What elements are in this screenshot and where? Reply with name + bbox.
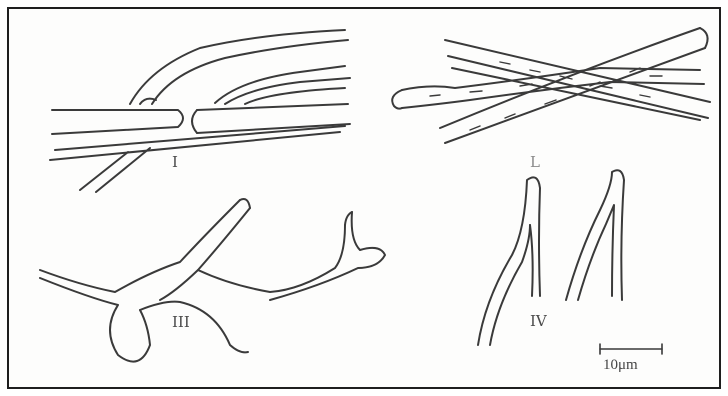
scale-bar [600, 344, 662, 354]
scale-bar-label: 10μm [603, 358, 638, 373]
panel-1-hyphae [50, 30, 350, 192]
panel-3-hyphae [40, 199, 385, 362]
panel-label-3: III [172, 315, 190, 330]
panel-label-2: L [530, 155, 540, 170]
panel-2-hyphae [392, 28, 710, 143]
panel-label-1: I [172, 155, 178, 170]
panel-4-hyphae [478, 170, 624, 345]
panel-label-4: IV [530, 314, 547, 329]
